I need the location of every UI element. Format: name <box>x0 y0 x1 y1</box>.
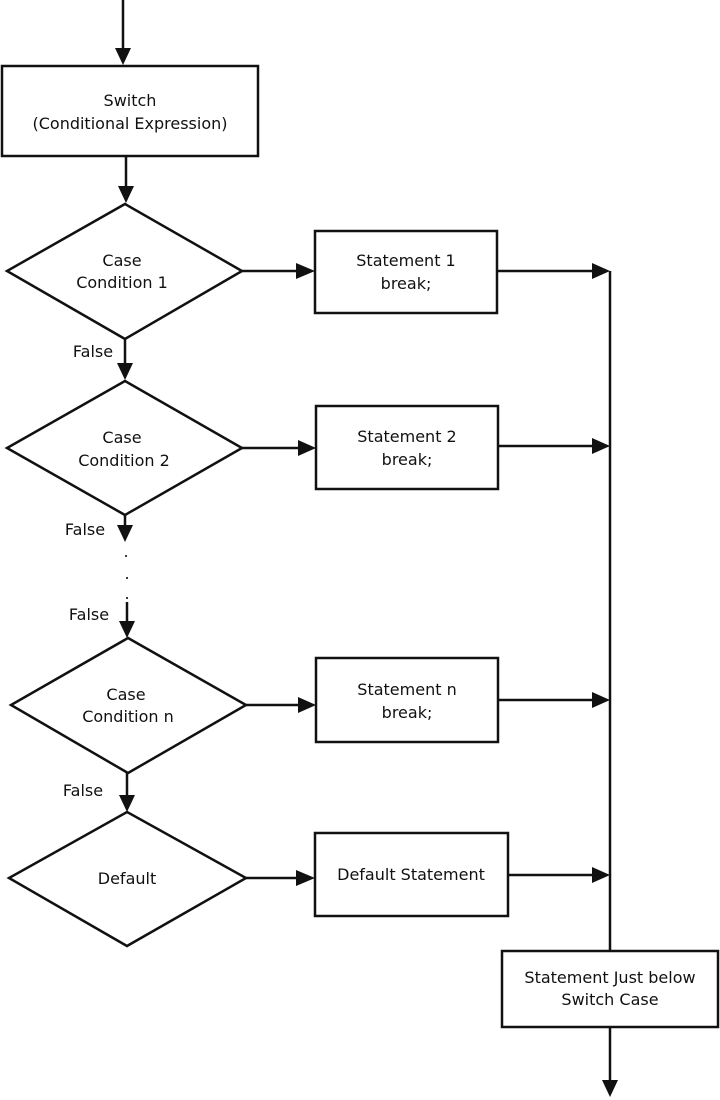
arrowhead-railn <box>592 692 610 708</box>
arrowhead-case2 <box>117 363 133 380</box>
casen-decision: Case Condition n <box>8 636 249 775</box>
case2-line2: Condition 2 <box>78 451 170 470</box>
arrowhead-exit <box>602 1080 618 1097</box>
after-switch-line1: Statement Just below <box>524 968 695 987</box>
arrowhead-raildefault <box>592 867 610 883</box>
case2-line1: Case <box>102 428 141 447</box>
arrowhead-stmtn <box>298 697 316 713</box>
default-decision: Default <box>6 810 249 948</box>
statementn-line1: Statement n <box>357 680 456 699</box>
casen-line2: Condition n <box>82 707 174 726</box>
case1-line2: Condition 1 <box>76 273 168 292</box>
arrowhead-rail1 <box>592 263 610 279</box>
arrowhead-casen <box>119 621 135 638</box>
false-labels: False False False False <box>63 342 113 800</box>
arrowhead-ellipsis <box>117 525 133 542</box>
arrowhead-case1 <box>118 186 134 203</box>
arrowhead-rail2 <box>592 438 610 454</box>
case1-decision: Case Condition 1 <box>4 202 245 341</box>
after-switch-node: Statement Just below Switch Case <box>500 949 720 1029</box>
statementn-line2: break; <box>382 703 433 722</box>
false-label-2: False <box>65 520 105 539</box>
after-switch-line2: Switch Case <box>561 990 658 1009</box>
false-label-1: False <box>73 342 113 361</box>
false-label-3: False <box>69 605 109 624</box>
arrowhead-entry <box>115 48 131 65</box>
case2-decision: Case Condition 2 <box>4 379 245 517</box>
arrowhead-default <box>119 795 135 812</box>
arrowhead-stmt2 <box>298 440 316 456</box>
flow-arrowheads <box>115 48 618 1097</box>
case1-line1: Case <box>102 251 141 270</box>
statement1-node: Statement 1 break; <box>313 229 499 315</box>
switch-node: Switch (Conditional Expression) <box>0 64 260 158</box>
switch-node-line1: Switch <box>104 91 157 110</box>
statement2-line2: break; <box>382 450 433 469</box>
continuation-ellipsis: . . . <box>123 542 129 603</box>
flow-edges <box>121 0 612 1082</box>
arrowhead-defaultstmt <box>296 870 315 886</box>
arrowhead-stmt1 <box>296 263 315 279</box>
statement2-line1: Statement 2 <box>357 427 456 446</box>
casen-line1: Case <box>106 685 145 704</box>
statementn-node: Statement n break; <box>314 656 500 744</box>
statement2-node: Statement 2 break; <box>314 404 500 491</box>
default-statement-node: Default Statement <box>313 831 510 918</box>
false-label-4: False <box>63 781 103 800</box>
ellipsis-dot-1: . <box>123 542 128 561</box>
default-statement-label: Default Statement <box>337 865 485 884</box>
ellipsis-dot-2: . <box>124 564 129 583</box>
switch-node-line2: (Conditional Expression) <box>32 114 227 133</box>
statement1-line2: break; <box>381 274 432 293</box>
statement1-line1: Statement 1 <box>356 251 455 270</box>
ellipsis-dot-3: . <box>124 584 129 603</box>
default-label: Default <box>98 869 156 888</box>
